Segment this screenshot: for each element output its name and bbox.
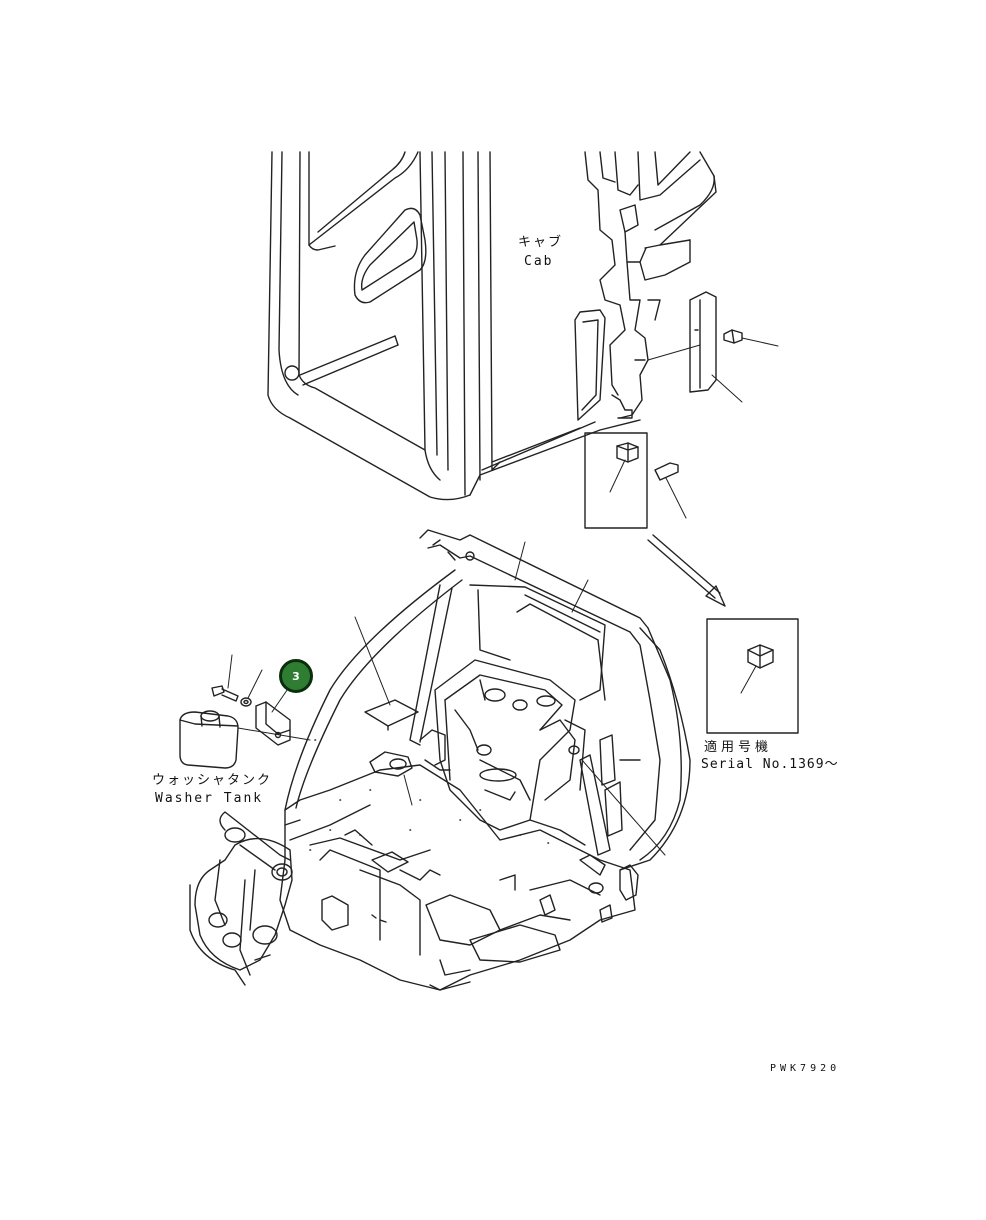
detail-box-2 xyxy=(706,618,799,734)
floor-frame xyxy=(189,529,691,991)
washer-tank-label: Washer Tank xyxy=(155,791,264,806)
washer-tank-label-japanese: ウォッシャタンク xyxy=(152,773,273,788)
leader-lines-cab xyxy=(647,337,779,403)
bracket xyxy=(255,701,291,746)
detail-arrow xyxy=(647,534,726,607)
bolt xyxy=(211,685,239,702)
washer xyxy=(240,697,252,707)
drawing-number: PWK7920 xyxy=(770,1063,841,1074)
cab-label-japanese: キャブ xyxy=(518,235,564,250)
trim-strip xyxy=(689,291,717,393)
serial-applicability-label: Serial No.1369～ xyxy=(701,757,839,772)
cab-frame xyxy=(267,151,717,501)
clip-part xyxy=(723,329,743,344)
serial-applicability-label-japanese: 適用号機 xyxy=(704,740,773,755)
leader-lines-washer xyxy=(227,654,311,741)
part-callout-3[interactable]: 3 xyxy=(279,659,313,693)
detail-box-1 xyxy=(584,432,687,529)
cab-label: Cab xyxy=(524,254,554,269)
leader-lines-frame xyxy=(354,541,666,856)
washer-tank xyxy=(179,710,239,769)
